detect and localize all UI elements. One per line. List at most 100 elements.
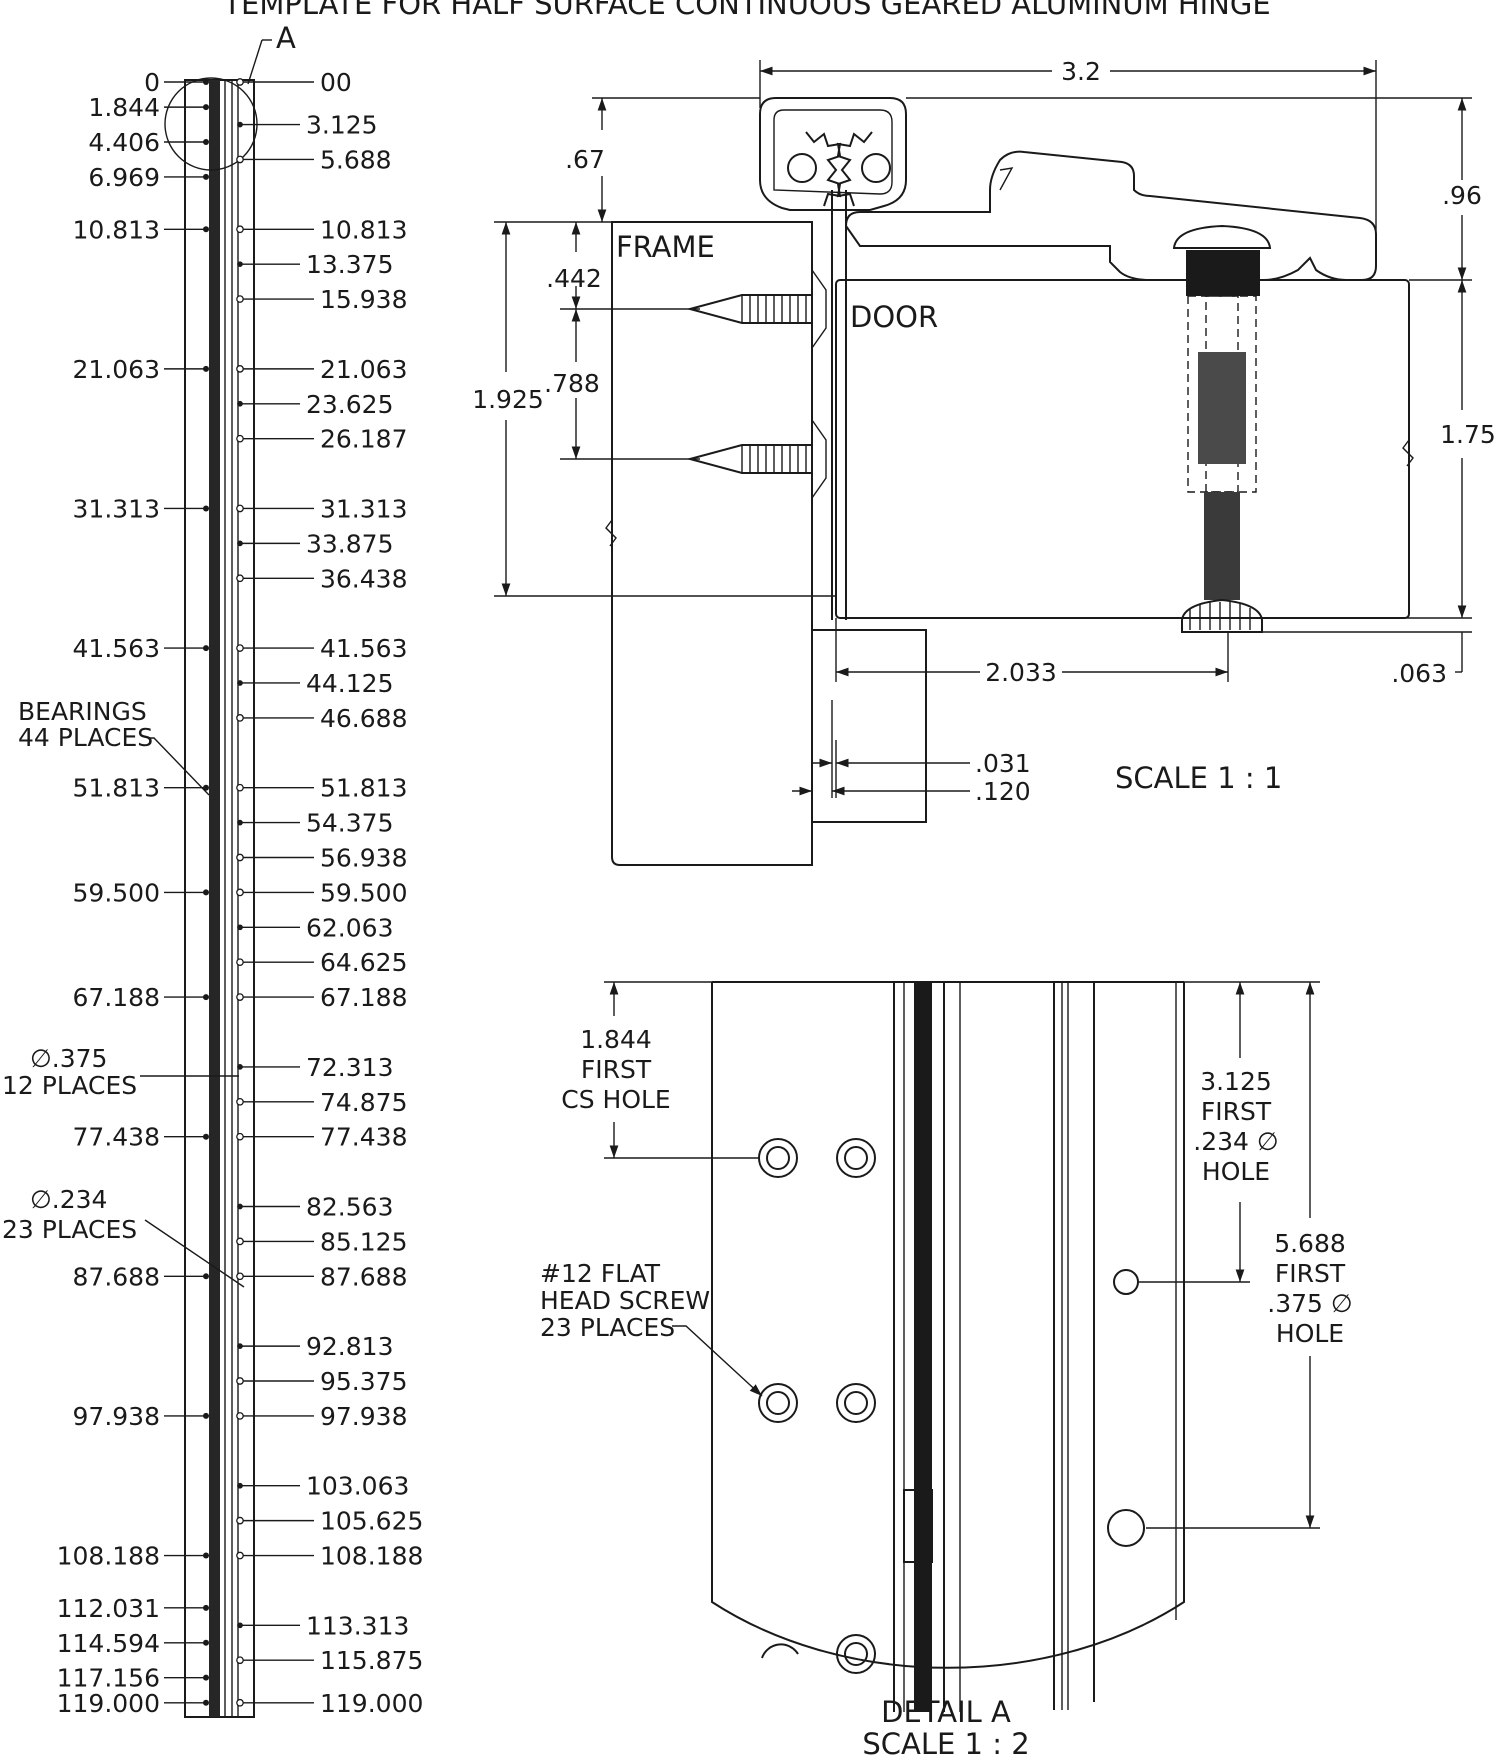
- right-hole-label: 113.313: [306, 1611, 409, 1640]
- left-hole-label: 108.188: [57, 1542, 160, 1571]
- right-hole-mark: [237, 924, 243, 931]
- right-hole-label: 74.875: [320, 1088, 407, 1117]
- left-hole-mark: [203, 1639, 209, 1646]
- right-hole-label: 41.563: [320, 634, 407, 663]
- dim-door-thickness: 1.75: [1440, 420, 1494, 449]
- left-hole-mark: [203, 1412, 209, 1419]
- right-hole-label: 10.813: [320, 215, 407, 244]
- detail-a-view: 1.844 FIRST CS HOLE 3.125 FIRST .234 ∅ H…: [540, 981, 1353, 1761]
- right-hole-mark: [236, 714, 244, 722]
- right-hole-mark: [236, 1698, 244, 1707]
- right-hole-label: 00: [320, 68, 352, 97]
- right-hole-mark: [237, 1203, 243, 1210]
- right-hole-mark: [236, 783, 244, 792]
- section-view: 3.2 FRAME DOOR: [472, 57, 1494, 866]
- right-hole-mark: [236, 1656, 244, 1665]
- cs-note-line3: CS HOLE: [561, 1085, 670, 1114]
- right-hole-label: 77.438: [320, 1123, 407, 1152]
- right-hole-label: 59.500: [320, 878, 407, 907]
- right-hole-label: 3.125: [306, 111, 378, 140]
- hole375-note-line1: 5.688: [1274, 1229, 1346, 1258]
- right-hole-mark: [236, 1097, 244, 1106]
- left-hole-mark: [203, 889, 209, 896]
- right-hole-label: 67.188: [320, 983, 407, 1012]
- hole375-note-line2: FIRST: [1275, 1259, 1346, 1288]
- left-hole-label: 21.063: [73, 355, 160, 384]
- dia234-callout-line2: 23 PLACES: [2, 1215, 137, 1244]
- dia234-callout: ∅.234 23 PLACES: [2, 1185, 245, 1288]
- right-hole-mark: [236, 1272, 244, 1281]
- right-hole-label: 95.375: [320, 1367, 407, 1396]
- left-hole-label: 117.156: [57, 1664, 160, 1693]
- right-hole-label: 33.875: [306, 529, 393, 558]
- hole234-note-line3: .234 ∅: [1193, 1127, 1278, 1156]
- dia375-callout: ∅.375 12 PLACES: [2, 1044, 239, 1100]
- right-hole-mark: [237, 1064, 243, 1070]
- hole375-note-line3: .375 ∅: [1267, 1289, 1352, 1318]
- cs-note-line2: FIRST: [581, 1055, 652, 1084]
- right-hole-mark: [237, 1622, 243, 1629]
- right-hole-label: 119.000: [320, 1689, 423, 1718]
- right-hole-mark: [236, 853, 244, 862]
- right-hole-mark: [236, 365, 244, 373]
- right-hole-label: 44.125: [306, 669, 393, 698]
- right-hole-mark: [236, 1237, 244, 1246]
- dim-screw-spacing: .788: [544, 369, 600, 398]
- left-hole-mark: [203, 505, 209, 512]
- left-hole-mark: [203, 365, 209, 372]
- frame-screw-upper: [686, 269, 827, 349]
- right-hole-label: 115.875: [320, 1646, 423, 1675]
- screw-note-line3: 23 PLACES: [540, 1313, 675, 1342]
- section-scale: SCALE 1 : 1: [1115, 761, 1282, 795]
- dim-bottom-gap: .063: [1391, 659, 1447, 688]
- right-hole-mark: [237, 1482, 243, 1489]
- dia234-callout-line1: ∅.234: [30, 1185, 107, 1214]
- right-hole-label: 23.625: [306, 390, 393, 419]
- hole234-note-line4: HOLE: [1202, 1157, 1270, 1186]
- right-hole-label: 87.688: [320, 1262, 407, 1291]
- right-hole-label: 21.063: [320, 355, 407, 384]
- dia375-callout-line1: ∅.375: [30, 1044, 107, 1073]
- bearings-callout: BEARINGS 44 PLACES: [18, 697, 210, 796]
- left-hole-label: 97.938: [73, 1402, 160, 1431]
- left-hole-label: 6.969: [88, 163, 160, 192]
- right-hole-label: 15.938: [320, 285, 407, 314]
- left-hole-mark: [203, 1133, 209, 1140]
- cs-note-line1: 1.844: [580, 1025, 652, 1054]
- dim-top-offset: .67: [565, 145, 605, 174]
- left-hole-label: 4.406: [88, 128, 160, 157]
- frame-label: FRAME: [616, 230, 715, 264]
- right-hole-mark: [236, 295, 244, 303]
- left-hole-mark: [203, 104, 209, 111]
- frame-screw-lower: [686, 419, 827, 499]
- left-hole-mark: [203, 1699, 209, 1706]
- left-hole-mark: [203, 1604, 209, 1611]
- right-hole-label: 5.688: [320, 145, 392, 174]
- left-hole-label: 59.500: [73, 878, 160, 907]
- dim-frame-depth: 1.925: [472, 385, 544, 414]
- right-hole-label: 36.438: [320, 564, 407, 593]
- screw-note-line2: HEAD SCREW: [540, 1286, 710, 1315]
- right-hole-mark: [237, 1343, 243, 1349]
- hole234-note-line2: FIRST: [1201, 1097, 1272, 1126]
- right-hole-mark: [236, 1132, 244, 1141]
- right-hole-label: 46.688: [320, 704, 407, 733]
- right-hole-mark: [236, 1516, 244, 1525]
- left-hole-mark: [203, 1273, 209, 1280]
- drawing-title: TEMPLATE FOR HALF SURFACE CONTINUOUS GEA…: [222, 0, 1270, 21]
- left-hole-label: 112.031: [57, 1594, 160, 1623]
- detail-scale: SCALE 1 : 2: [862, 1727, 1029, 1761]
- dim-screw-top: .442: [546, 264, 602, 293]
- left-hole-mark: [203, 226, 209, 233]
- detail-a-outline: [711, 982, 1185, 1669]
- right-hole-mark: [236, 574, 244, 583]
- right-hole-mark: [236, 1551, 244, 1560]
- right-hole-mark: [236, 434, 244, 443]
- left-hole-mark: [203, 1674, 209, 1681]
- right-hole-label: 26.187: [320, 425, 407, 454]
- screw-note-line1: #12 FLAT: [540, 1259, 661, 1288]
- right-hole-label: 103.063: [306, 1472, 409, 1501]
- left-hole-label: 0: [144, 68, 160, 97]
- hole234-note-line1: 3.125: [1200, 1067, 1272, 1096]
